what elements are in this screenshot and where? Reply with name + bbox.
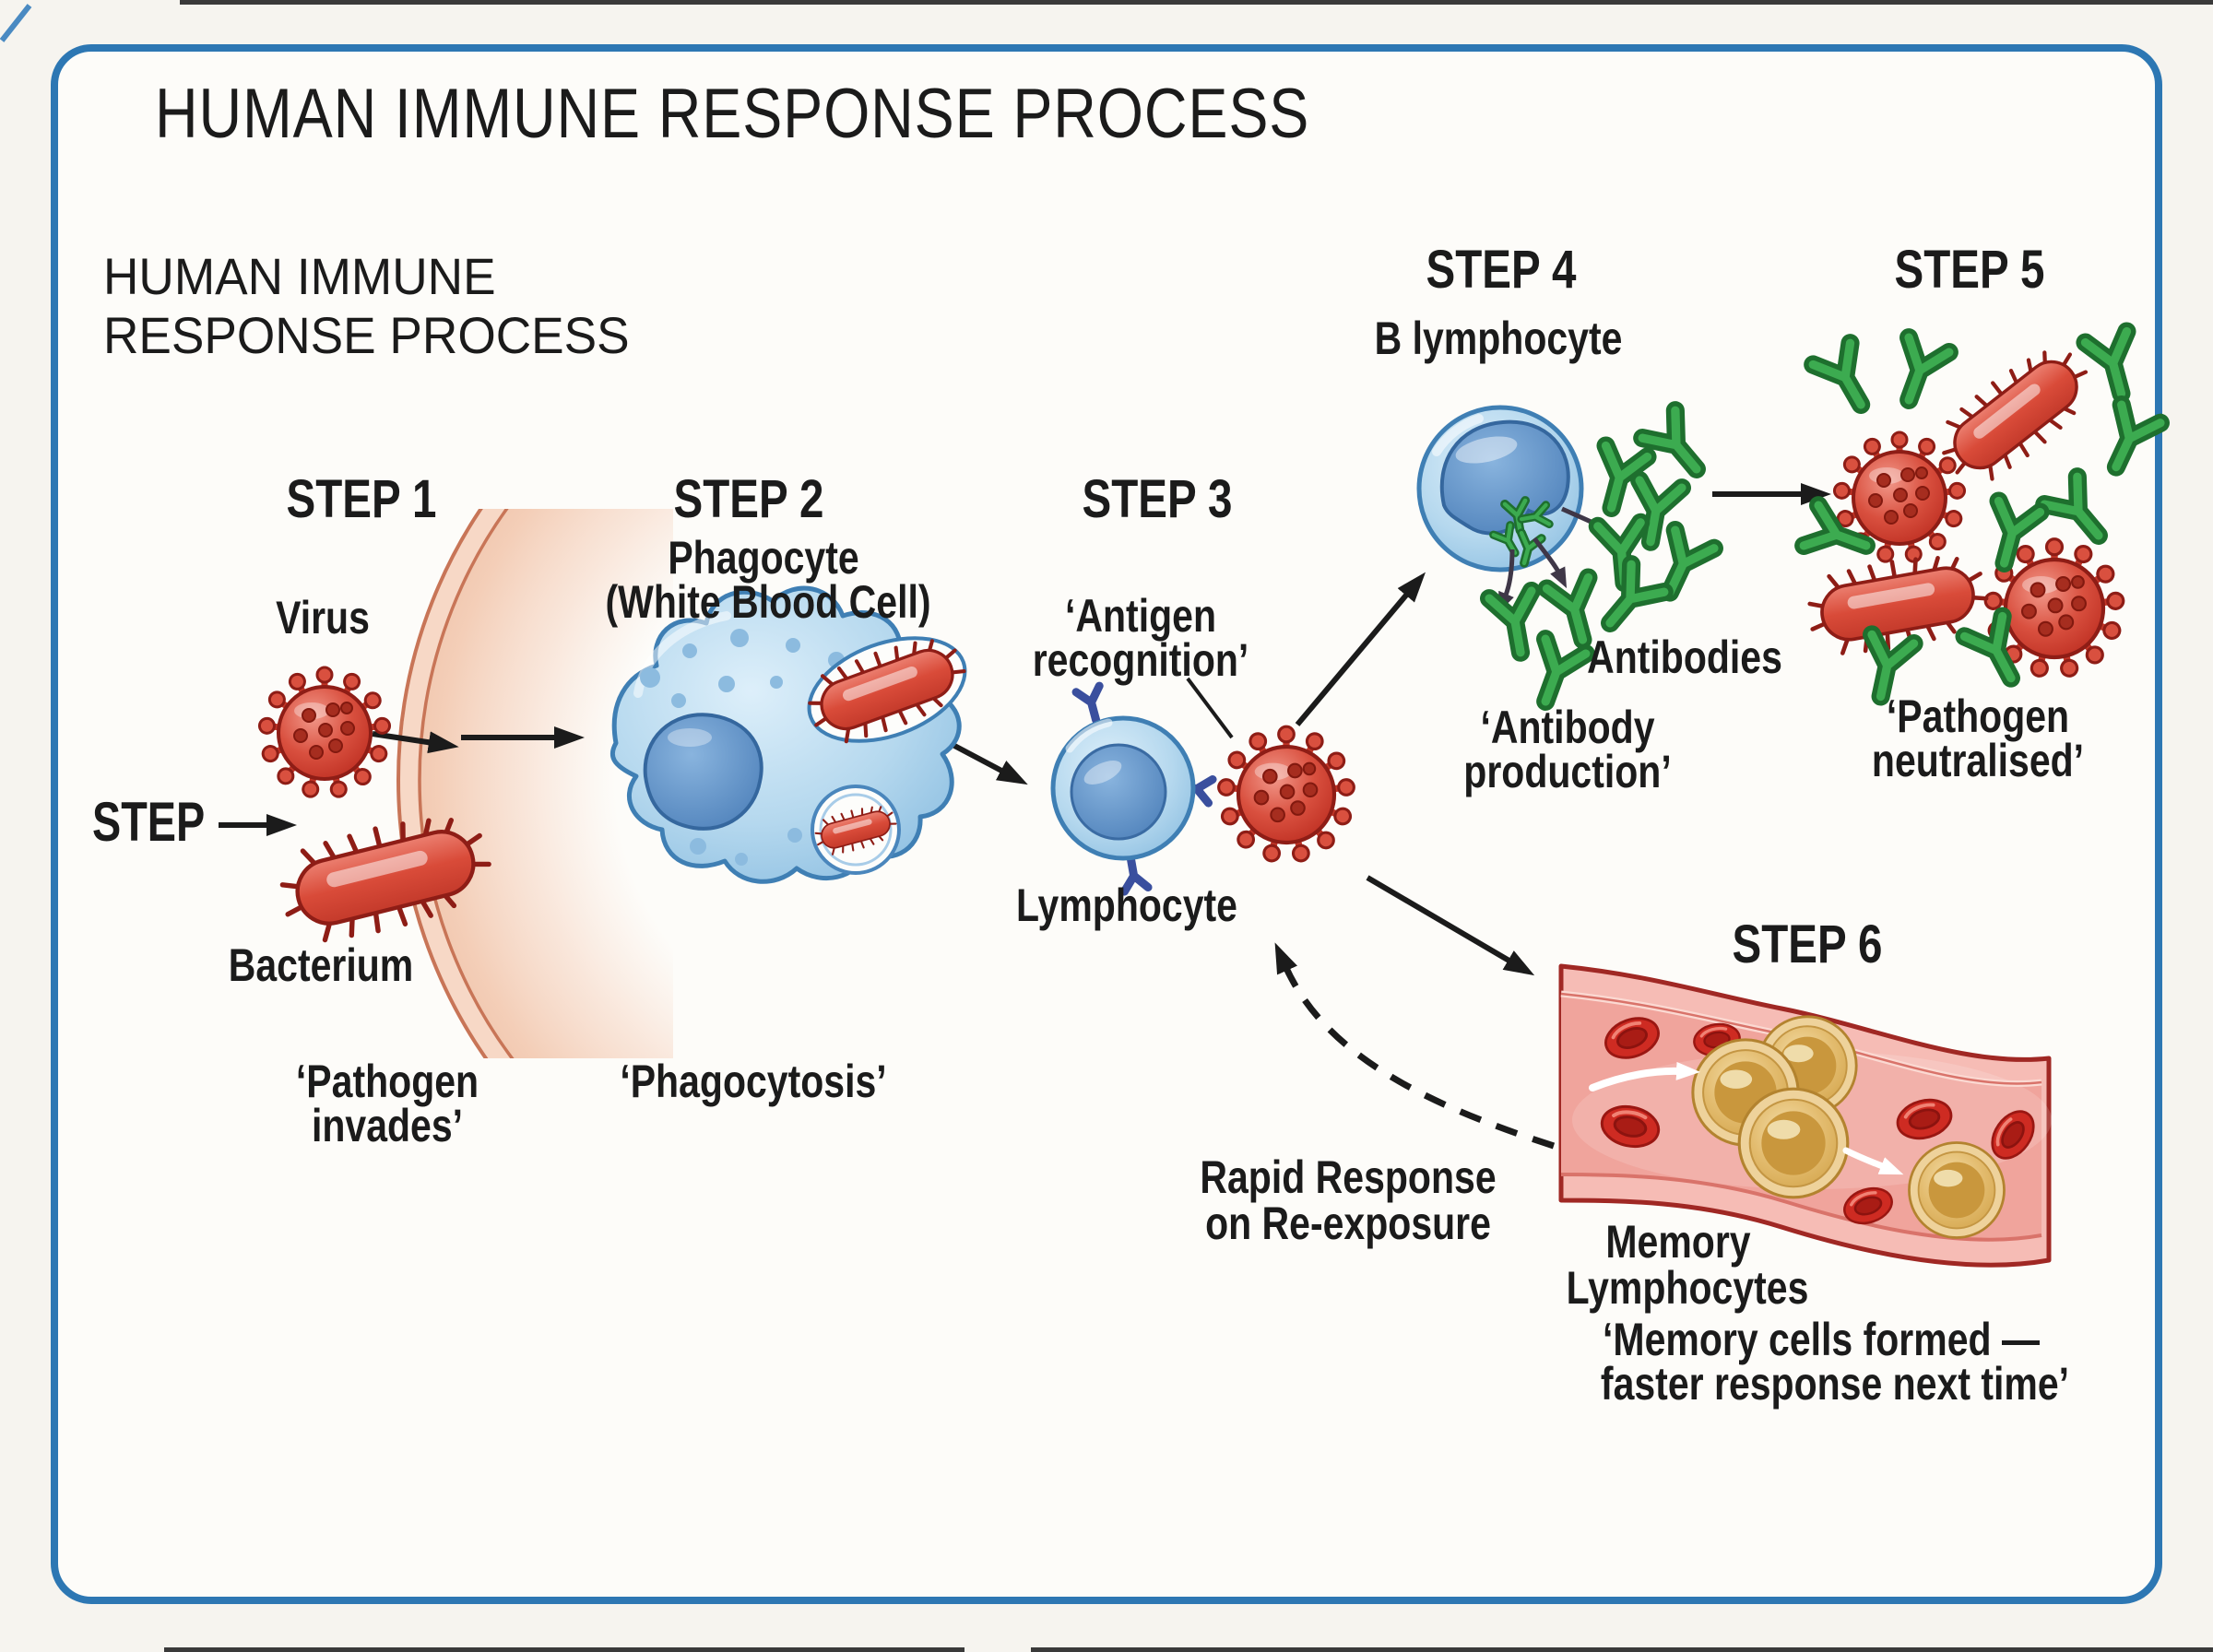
scan-artifact-bottom-left [164,1647,964,1652]
neutralised-pathogen-cluster [1804,332,2160,702]
step4-caption-line2: production’ [1463,746,1672,797]
scan-artifact-top [180,0,2213,5]
antigen-recognition-callout-line [1186,677,1234,739]
antibody-icon [1525,639,1585,709]
step1-caption-line2: invades’ [311,1100,464,1151]
antibody-icon [2086,332,2142,399]
antibodies-label: Antibodies [1587,631,1782,683]
step1-heading: STEP 1 [286,469,437,529]
step2-heading: STEP 2 [673,469,824,529]
memory-lymphocyte-icon [1908,1141,2006,1239]
arrow-step3-step6 [1366,875,1535,976]
antibody-icon [1888,337,1948,407]
bacterium-label: Bacterium [228,939,414,991]
b-lymphocyte-label: B lymphocyte [1374,313,1623,364]
memory-lymphocytes-label-line1: Memory [1605,1216,1751,1268]
page-title: HUMAN IMMUNE RESPONSE PROCESS [155,75,1310,153]
lymphocyte-label: Lymphocyte [1016,879,1237,931]
phagocyte-label-line1: Phagocyte [668,532,859,584]
b-cell-nucleus [1439,419,1570,536]
step5-caption-line2: neutralised’ [1871,735,2085,786]
antibody-icon [1489,591,1542,656]
memory-lymphocytes-label-line2: Lymphocytes [1566,1262,1809,1314]
antibody-icon [1593,564,1663,637]
phagocyte-label-line2: (White Blood Cell) [605,576,931,628]
antibody-icon [1813,343,1879,415]
step6-caption-line2: faster response next time’ [1600,1358,2070,1410]
page-subtitle-line2: RESPONSE PROCESS [103,306,630,364]
step6-heading: STEP 6 [1732,914,1883,974]
scan-artifact-corner [0,4,32,42]
step5-heading: STEP 5 [1894,240,2045,300]
memory-lymphocyte-icon [1737,1087,1850,1199]
antigen-recognition-line2: recognition’ [1032,634,1249,686]
scan-artifact-bottom-right [1031,1647,2213,1652]
step2-caption: ‘Phagocytosis’ [620,1056,887,1107]
step5-caption-line1: ‘Pathogen [1886,690,2070,742]
arrow-step3-step4 [1295,572,1426,726]
antibody-icon [1642,410,1712,483]
vessel-flow-arrow [1589,1061,1700,1092]
antigen-recognition-line1: ‘Antigen [1065,590,1216,642]
arrow-virus-membrane [372,731,459,754]
flow-start-label: STEP [92,791,206,853]
page-subtitle-line1: HUMAN IMMUNE [103,247,496,305]
step4-caption-line1: ‘Antibody [1480,702,1655,753]
phagocyte-vesicles [640,629,845,866]
b-lymphocyte-cell [1416,405,1616,613]
arrow-rapid-response-dashed [1274,942,1556,1150]
phagocyte-nucleus [643,713,763,831]
receptor-icon [1076,686,1107,724]
phagocyte-cell [609,585,978,884]
rapid-response-label-line2: on Re-exposure [1205,1198,1491,1249]
lymphocyte-cell [1050,686,1213,891]
antibody-icon [2097,405,2160,476]
virus-icon [1218,726,1355,862]
step4-heading: STEP 4 [1426,240,1577,300]
blood-vessel [1558,963,2052,1268]
virus-icon [256,666,393,800]
step6-caption-line1: ‘Memory cells formed — [1603,1314,2040,1365]
lymphocyte-nucleus [1070,743,1167,841]
rapid-response-label-line1: Rapid Response [1200,1151,1497,1203]
cell-membrane-arc [396,509,673,1058]
step3-heading: STEP 3 [1082,469,1233,529]
vessel-flow-arrow [1842,1147,1904,1175]
step1-caption-line1: ‘Pathogen [295,1056,479,1107]
virus-label: Virus [276,592,370,643]
